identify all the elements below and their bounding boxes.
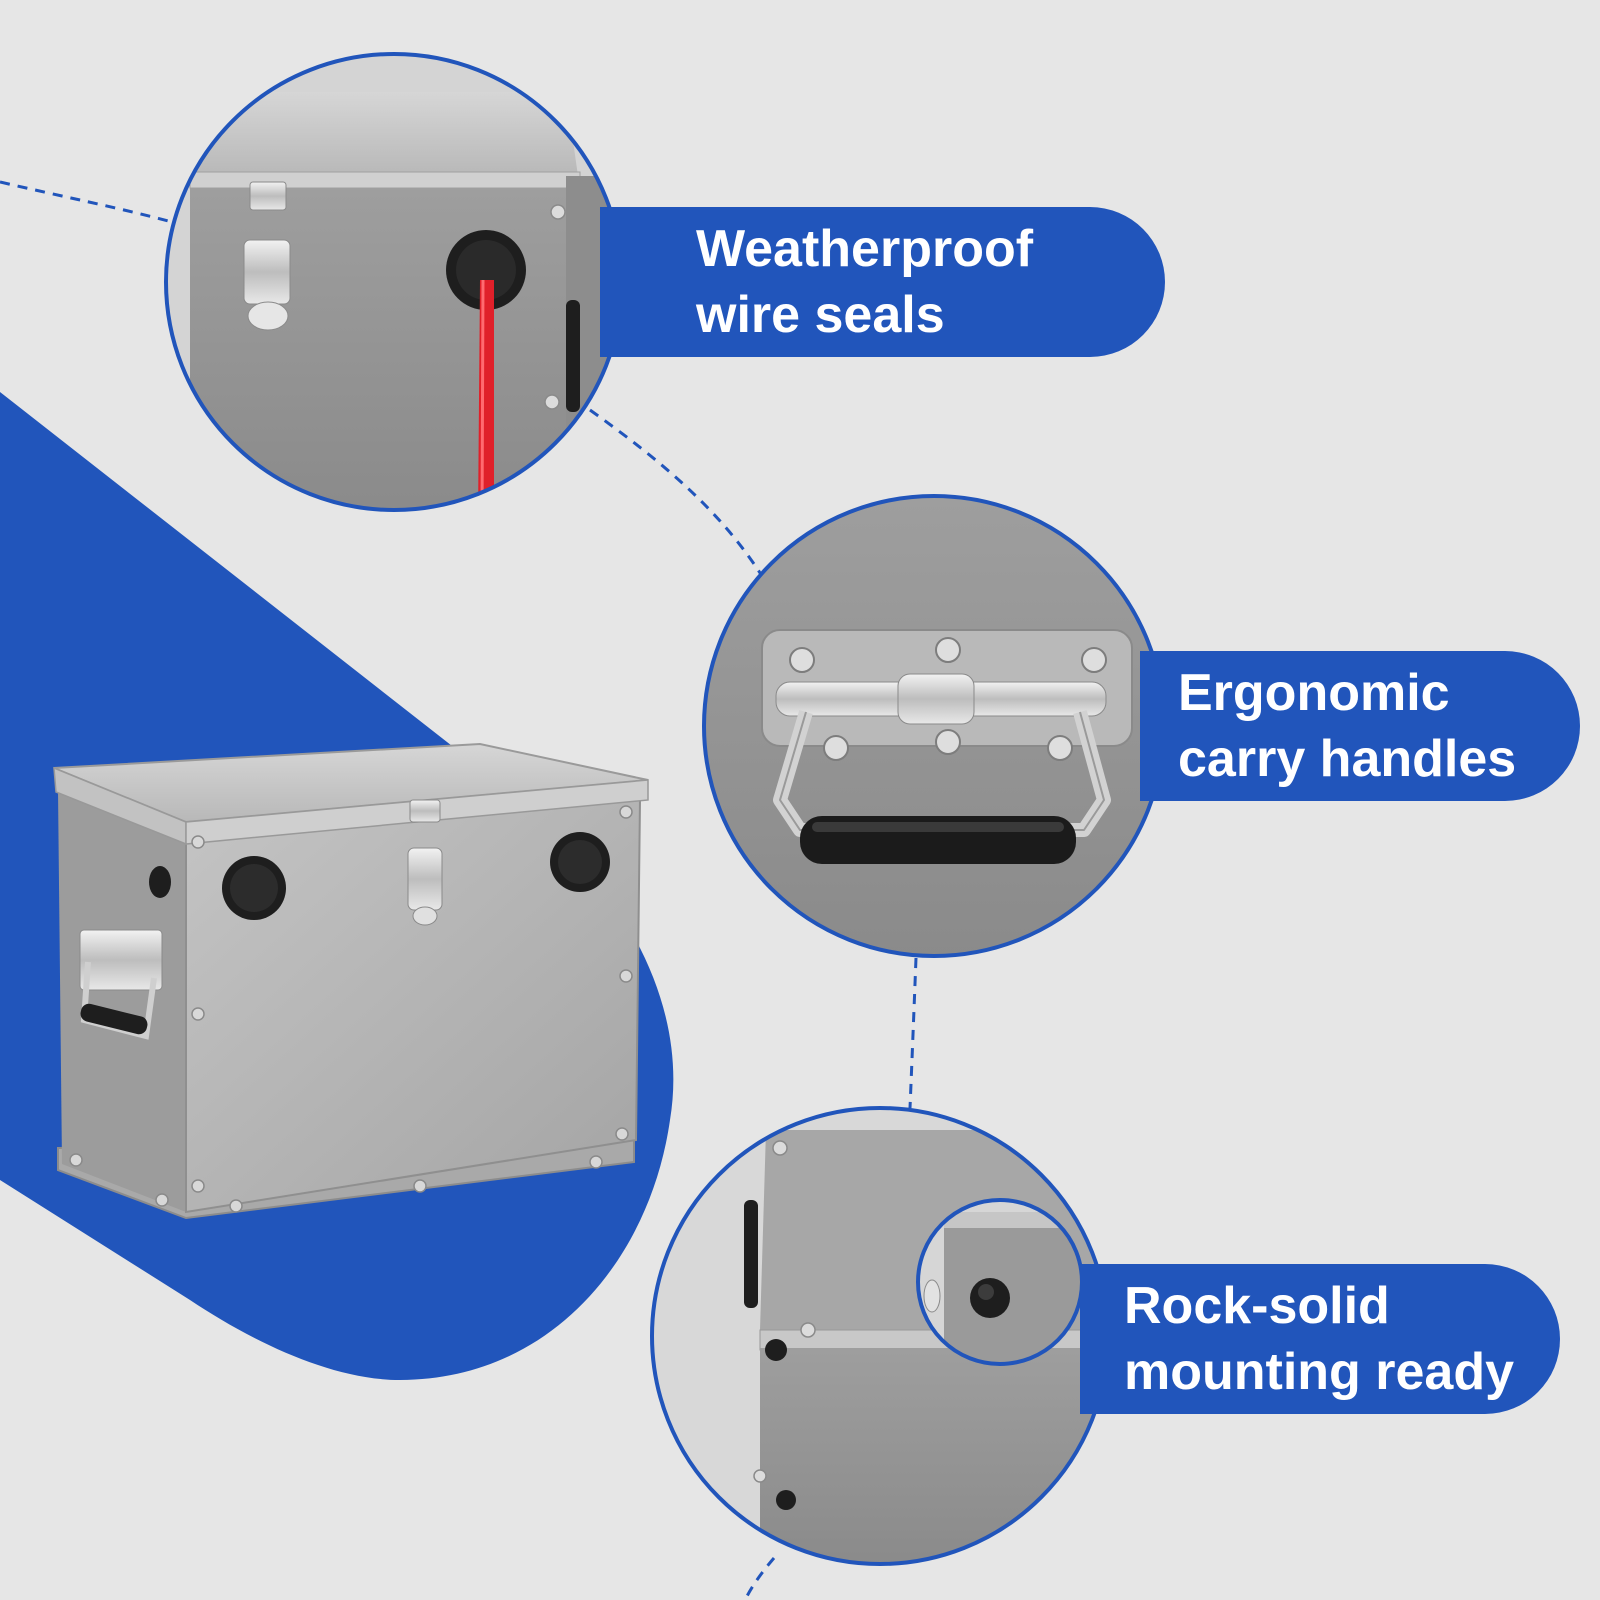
feature-label-line-1: Weatherproof (696, 220, 1034, 278)
carry-handle-closeup-icon (702, 494, 1166, 958)
feature-label-line-2: carry handles (1178, 730, 1517, 788)
feature-label-line-2: mounting ready (1124, 1343, 1515, 1401)
wire-seal-closeup-icon (164, 52, 624, 512)
mounting-base-closeup-icon (650, 1106, 1110, 1566)
feature-label-weatherproof: Weatherproof wire seals (600, 207, 1165, 357)
feature-label-line-1: Ergonomic (1178, 664, 1450, 722)
feature-label-line-1: Rock-solid (1124, 1277, 1390, 1335)
dashed-connectors (0, 180, 918, 1600)
feature-label-line-2: wire seals (696, 286, 945, 344)
aluminum-battery-box-icon (53, 742, 649, 1220)
feature-label-mounting: Rock-solid mounting ready (1080, 1264, 1560, 1414)
feature-label-ergonomic: Ergonomic carry handles (1140, 651, 1580, 801)
